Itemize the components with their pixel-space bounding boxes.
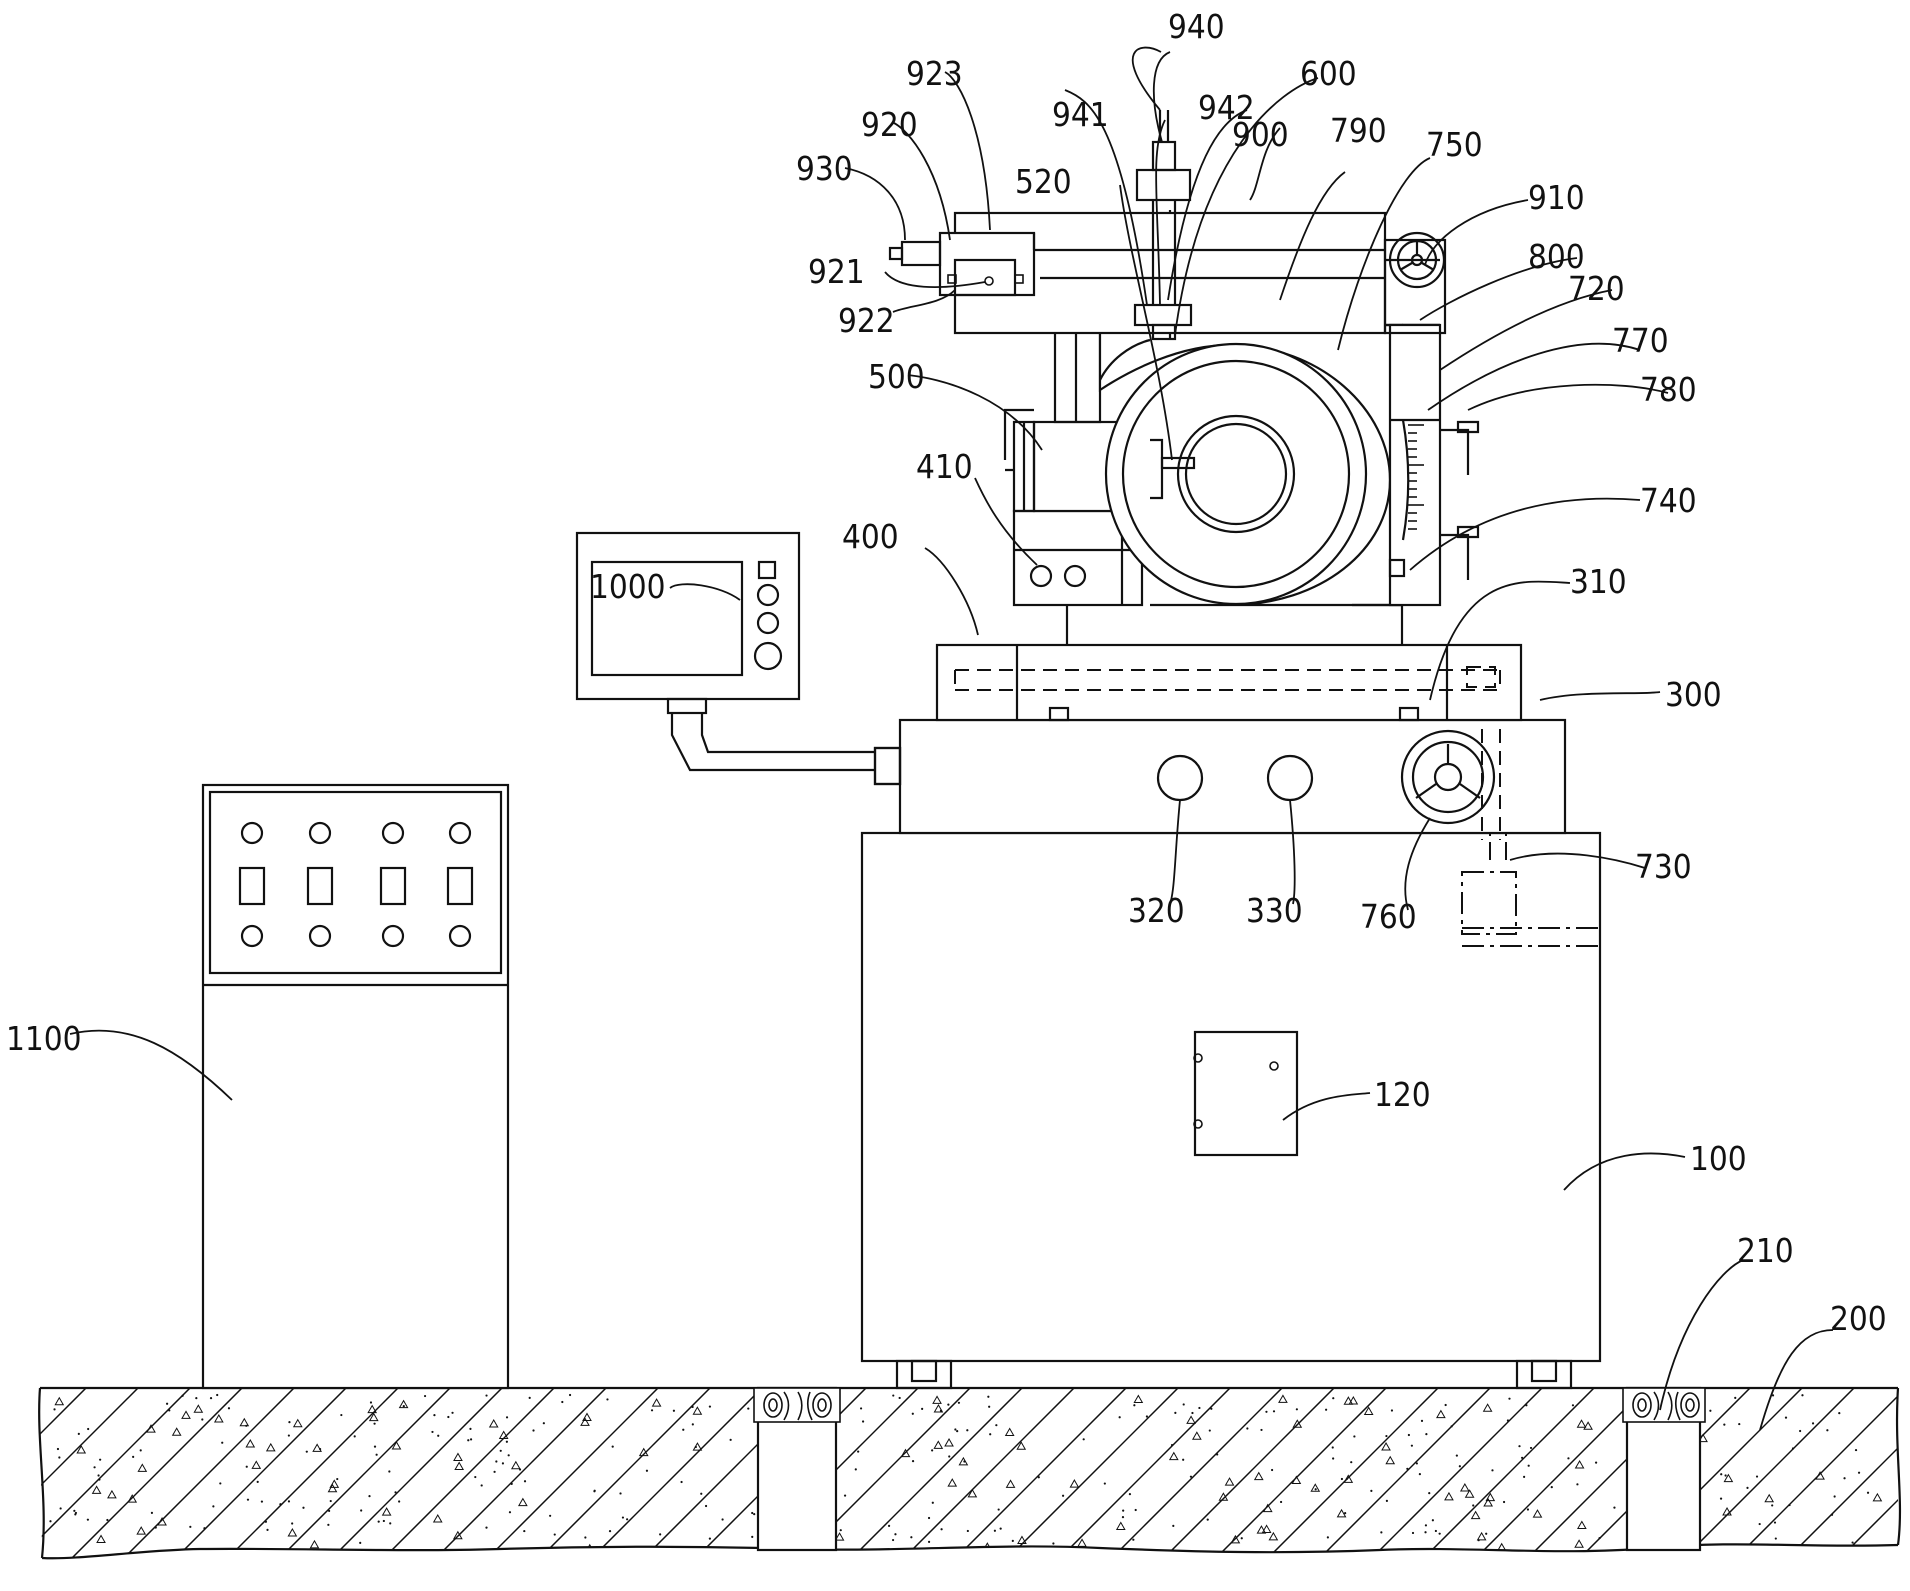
grinding-head: [1003, 210, 1480, 645]
label-910: 910: [1528, 178, 1585, 217]
machine-bed: [860, 690, 1602, 1390]
label-800: 800: [1528, 237, 1585, 276]
label-790: 790: [1330, 111, 1387, 150]
label-330: 330: [1246, 891, 1303, 930]
label-100: 100: [1690, 1139, 1747, 1178]
label-941: 941: [1052, 95, 1109, 134]
label-720: 720: [1568, 269, 1625, 308]
label-730: 730: [1635, 847, 1692, 886]
label-500: 500: [868, 357, 925, 396]
label-520: 520: [1015, 162, 1072, 201]
label-750: 750: [1426, 125, 1483, 164]
label-310: 310: [1570, 562, 1627, 601]
sliding-table: [935, 643, 1523, 722]
label-760: 760: [1360, 897, 1417, 936]
scale-770: [1408, 424, 1424, 530]
label-942: 942: [1198, 88, 1255, 127]
reference-numerals: 940 923 941 942 600 920 900 790 750 930 …: [6, 7, 1887, 1338]
leader-lines: [69, 46, 1834, 1431]
label-780: 780: [1640, 370, 1697, 409]
label-930: 930: [796, 149, 853, 188]
electric-cabinet: [201, 783, 510, 1390]
label-400: 400: [842, 517, 899, 556]
label-600: 600: [1300, 54, 1357, 93]
label-921: 921: [808, 252, 865, 291]
label-740: 740: [1640, 481, 1697, 520]
label-922: 922: [838, 301, 895, 340]
label-923: 923: [906, 54, 963, 93]
feed-saddle: [873, 685, 1567, 840]
control-panel: [575, 531, 902, 786]
ground-foundation: [38, 1386, 1902, 1560]
label-770: 770: [1612, 321, 1669, 360]
label-1000: 1000: [590, 567, 666, 606]
label-410: 410: [916, 447, 973, 486]
dressing-beam: [888, 110, 1447, 341]
label-300: 300: [1665, 675, 1722, 714]
label-200: 200: [1830, 1299, 1887, 1338]
label-900: 900: [1232, 115, 1289, 154]
label-1100: 1100: [6, 1019, 82, 1058]
label-120: 120: [1374, 1075, 1431, 1114]
label-920: 920: [861, 105, 918, 144]
label-940: 940: [1168, 7, 1225, 46]
label-210: 210: [1737, 1231, 1794, 1270]
label-320: 320: [1128, 891, 1185, 930]
